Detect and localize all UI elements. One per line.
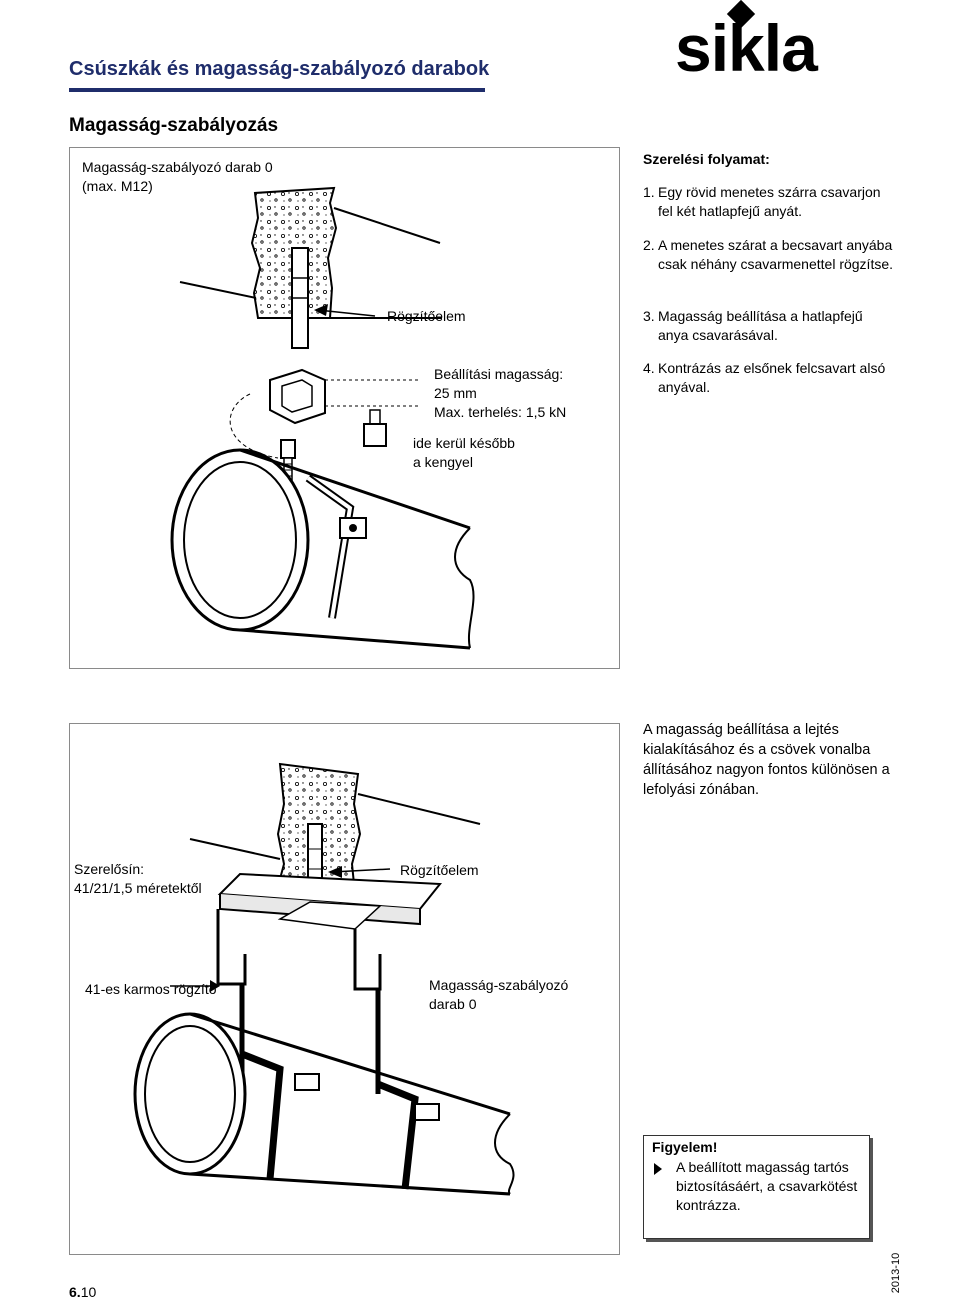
warning-text: A beállított magasság tartós biztosításá… — [676, 1159, 858, 1213]
adjuster-label-line1: Magasság-szabályozó — [429, 977, 569, 993]
date-code: 2013-10 — [876, 1252, 916, 1295]
step-number: 2. — [643, 237, 655, 253]
warning-title: Figyelem! — [652, 1139, 718, 1155]
header-rule — [69, 88, 485, 92]
adjuster-title-line2: (max. M12) — [82, 178, 153, 194]
step-number: 3. — [643, 308, 655, 324]
page-number-page: 10 — [80, 1284, 97, 1300]
step-number: 4. — [643, 360, 655, 376]
header-title: Csúszkák és magasság-szabályozó darabok — [69, 58, 490, 80]
date-code-text: 2013-10 — [890, 1252, 903, 1294]
rail-label-line1: Szerelősín: — [74, 861, 145, 877]
adjuster-title-line1: Magasság-szabályozó darab 0 — [82, 159, 273, 175]
assembly-step: 2. A menetes szárat a becsavart anyába c… — [643, 236, 893, 274]
assembly-step: 3. Magasság beállítása a hatlapfejű anya… — [643, 307, 893, 345]
setting-height-line2: 25 mm — [434, 385, 477, 401]
note-paragraph: A magasság beállítása a lejtés kialakítá… — [643, 722, 890, 798]
step-text: Kontrázás az elsőnek felcsavart alsó any… — [658, 360, 886, 395]
sikla-logo: sikla — [675, 0, 885, 85]
step-text: Egy rövid menetes szárra csavarjon fel k… — [658, 184, 881, 219]
fixing-label: Rögzítőelem — [387, 308, 466, 324]
figure-height-adjuster: Magasság-szabályozó darab 0 (max. M12) R… — [69, 147, 620, 669]
page-number-chapter: 6. — [69, 1284, 81, 1300]
claw-label: 41-es karmos rögzítő — [85, 981, 217, 997]
logo-text: sikla — [675, 11, 818, 85]
triangle-bullet-icon — [654, 1163, 662, 1175]
warning-box: Figyelem! A beállított magasság tartós b… — [643, 1135, 870, 1239]
assembly-step: 4. Kontrázás az elsőnek felcsavart alsó … — [643, 359, 893, 397]
clamp-note-line2: a kengyel — [413, 454, 473, 470]
fixing-label-2: Rögzítőelem — [400, 862, 479, 878]
step-text: Magasság beállítása a hatlapfejű anya cs… — [658, 308, 863, 343]
assembly-title: Szerelési folyamat: — [643, 151, 770, 167]
clamp-note-line1: ide kerül később — [413, 435, 515, 451]
step-number: 1. — [643, 184, 655, 200]
setting-height-line1: Beállítási magasság: — [434, 366, 564, 382]
step-text: A menetes szárat a becsavart anyába csak… — [658, 237, 894, 272]
rail-assembly-drawing — [133, 762, 515, 1196]
rail-label-line2: 41/21/1,5 méretektől — [74, 880, 202, 896]
height-adjuster-drawing — [170, 186, 475, 650]
figure-rail-assembly: Szerelősín: 41/21/1,5 méretektől Rögzítő… — [69, 723, 620, 1255]
section-title: Magasság-szabályozás — [69, 115, 279, 136]
page-number: 6.10 — [69, 1284, 96, 1300]
adjuster-label-line2: darab 0 — [429, 996, 477, 1012]
assembly-step: 1. Egy rövid menetes szárra csavarjon fe… — [643, 183, 893, 221]
max-load-label: Max. terhelés: 1,5 kN — [434, 404, 567, 420]
